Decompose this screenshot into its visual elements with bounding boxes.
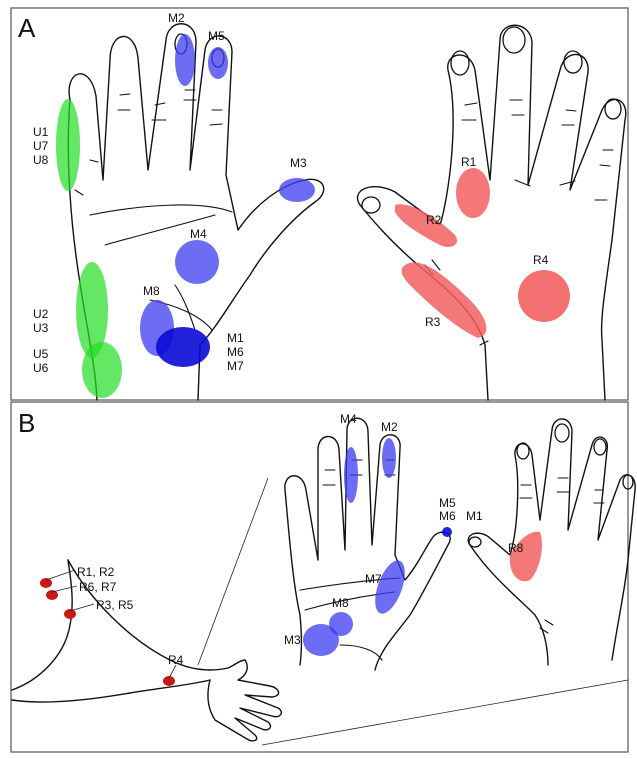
- label-b-r8: R8: [508, 541, 524, 555]
- label-b-r1-r2: R1, R2: [77, 565, 115, 579]
- label-a-u2: U2: [33, 307, 49, 321]
- zone-a-m2: [175, 34, 195, 86]
- label-a-m7: M7: [227, 359, 244, 373]
- label-b-m5: M5: [439, 496, 456, 510]
- label-a-u3: U3: [33, 321, 49, 335]
- label-a-m5: M5: [208, 29, 225, 43]
- zone-a-r4: [518, 270, 570, 322]
- label-a-m8: M8: [143, 284, 160, 298]
- label-a-m4: M4: [190, 227, 207, 241]
- zone-b-m2: [382, 438, 396, 478]
- dot-b-r3-r5: [64, 609, 76, 619]
- zone-b-m4: [344, 447, 358, 503]
- label-a-r2: R2: [426, 213, 442, 227]
- label-a-r1: R1: [461, 155, 477, 169]
- zone-a-m3: [279, 178, 315, 202]
- label-a-r3: R3: [425, 315, 441, 329]
- label-b-m3: M3: [284, 633, 301, 647]
- label-a-m6: M6: [227, 345, 244, 359]
- label-a-u8: U8: [33, 153, 49, 167]
- label-a-u7: U7: [33, 139, 49, 153]
- zone-b-m5-m6: [442, 527, 452, 537]
- label-b-m4: M4: [340, 412, 357, 426]
- label-b-r6-r7: R6, R7: [79, 580, 117, 594]
- label-a-m2: M2: [168, 11, 185, 25]
- zone-a-u5-u6: [82, 342, 122, 398]
- dot-b-r6-r7: [46, 590, 58, 600]
- label-a-m1: M1: [227, 331, 244, 345]
- label-a-r4: R4: [533, 253, 549, 267]
- label-a-u5: U5: [33, 347, 49, 361]
- label-a-u1: U1: [33, 125, 49, 139]
- zone-b-m3: [303, 624, 339, 656]
- label-b-m7: M7: [365, 572, 382, 586]
- zone-a-u1-u7-u8: [56, 99, 80, 191]
- label-b-m1: M1: [466, 509, 483, 523]
- label-a-u6: U6: [33, 361, 49, 375]
- zone-a-r1: [456, 168, 490, 218]
- label-b-m6: M6: [439, 509, 456, 523]
- panel-b-letter: B: [18, 408, 35, 438]
- zone-a-m1-m6-m7: [156, 327, 210, 367]
- dot-b-r1-r2: [40, 578, 52, 588]
- label-b-m8: M8: [332, 596, 349, 610]
- zone-a-m5: [208, 47, 228, 79]
- panel-a-letter: A: [18, 13, 36, 43]
- zone-a-m4: [175, 240, 219, 284]
- label-a-m3: M3: [290, 156, 307, 170]
- label-b-r4: R4: [168, 653, 184, 667]
- label-b-m2: M2: [381, 420, 398, 434]
- label-b-r3-r5: R3, R5: [96, 598, 134, 612]
